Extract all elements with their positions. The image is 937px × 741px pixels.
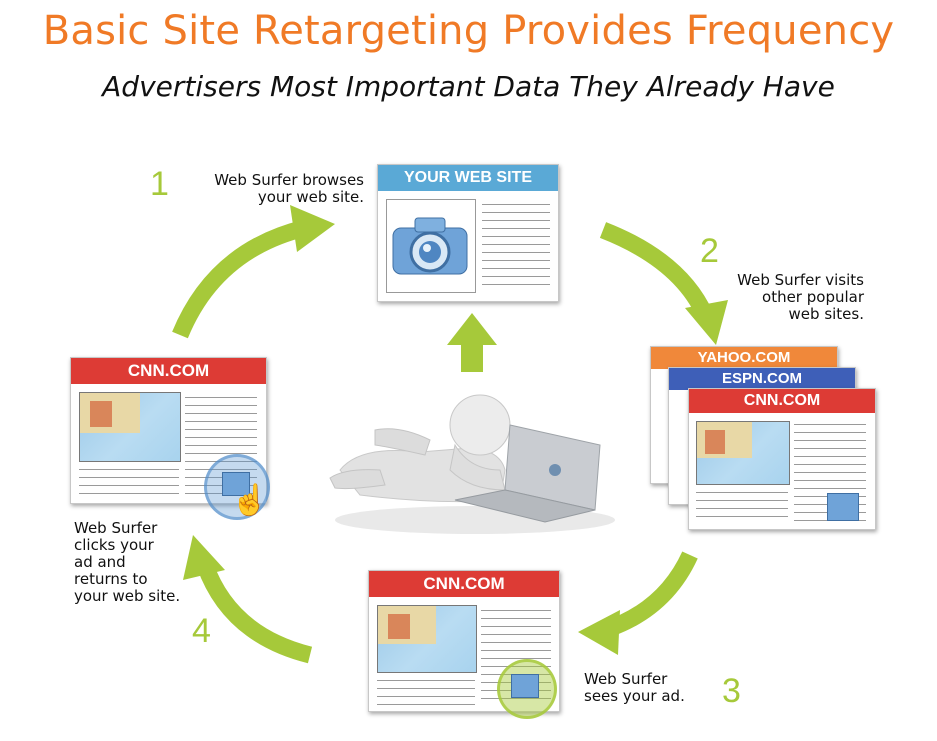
- step-2-line-1: Web Surfer visits: [737, 271, 864, 289]
- ad-camera-icon: [827, 493, 859, 521]
- step-2-line-3: web sites.: [788, 305, 864, 323]
- your-web-site-card: YOUR WEB SITE: [377, 164, 559, 302]
- text-lines: [696, 489, 788, 519]
- cnn-card-left: CNN.COM ☝: [70, 357, 270, 520]
- arrow-step-4: [196, 561, 313, 664]
- ad-highlight-circle: [204, 454, 270, 520]
- camera-icon: [392, 217, 468, 275]
- step-4-line-2: clicks your: [74, 536, 154, 554]
- step-3-number: 3: [722, 672, 741, 710]
- step-1-text: Web Surfer browses your web site.: [178, 172, 364, 206]
- diagram-title: Basic Site Retargeting Provides Frequenc…: [42, 8, 895, 54]
- map-image: [79, 392, 181, 462]
- arrow-step-2: [599, 222, 713, 319]
- step-1-line-1: Web Surfer browses: [214, 171, 364, 189]
- yahoo-header: YAHOO.COM: [651, 347, 837, 369]
- step-3-text: Web Surfer sees your ad.: [584, 671, 724, 705]
- step-2-number: 2: [700, 232, 719, 270]
- map-image: [377, 605, 477, 673]
- cnn-header-bottom: CNN.COM: [369, 571, 559, 597]
- espn-header: ESPN.COM: [669, 368, 855, 390]
- map-image: [696, 421, 790, 485]
- text-lines: [377, 677, 475, 705]
- ad-camera-icon[interactable]: [222, 472, 250, 496]
- cnn-header-right: CNN.COM: [689, 389, 875, 413]
- camera-image-box: [386, 199, 476, 293]
- text-lines: [79, 466, 179, 496]
- step-4-line-5: your web site.: [74, 587, 181, 605]
- step-3-line-1: Web Surfer: [584, 670, 668, 688]
- cnn-header-left: CNN.COM: [71, 358, 266, 384]
- arrow-step-3-head: [578, 610, 620, 655]
- step-2-text: Web Surfer visits other popular web site…: [680, 272, 864, 323]
- arrow-step-2-head: [685, 300, 728, 345]
- text-lines: [482, 201, 550, 291]
- hand-cursor-icon: ☝: [231, 484, 269, 517]
- arrow-step-1-head: [290, 205, 335, 252]
- step-4-line-1: Web Surfer: [74, 519, 158, 537]
- step-3-line-2: sees your ad.: [584, 687, 685, 705]
- step-1-line-2: your web site.: [257, 188, 364, 206]
- arrow-step-1: [172, 219, 308, 339]
- step-4-number: 4: [192, 612, 211, 650]
- up-arrow-head: [447, 313, 497, 345]
- step-4-line-3: ad and: [74, 553, 126, 571]
- step-4-text: Web Surfer clicks your ad and returns to…: [74, 520, 234, 605]
- arrow-step-4-head: [183, 535, 225, 580]
- up-arrow-shaft: [461, 342, 483, 372]
- step-2-line-2: other popular: [762, 288, 864, 306]
- cnn-card-right: CNN.COM: [688, 388, 876, 530]
- person-with-laptop-icon: [329, 394, 615, 534]
- diagram-subtitle: Advertisers Most Important Data They Alr…: [102, 70, 835, 103]
- your-web-site-header: YOUR WEB SITE: [378, 165, 558, 191]
- ad-camera-icon: [511, 674, 539, 698]
- step-1-number: 1: [150, 165, 169, 203]
- step-4-line-4: returns to: [74, 570, 148, 588]
- cnn-card-bottom: CNN.COM: [368, 570, 560, 719]
